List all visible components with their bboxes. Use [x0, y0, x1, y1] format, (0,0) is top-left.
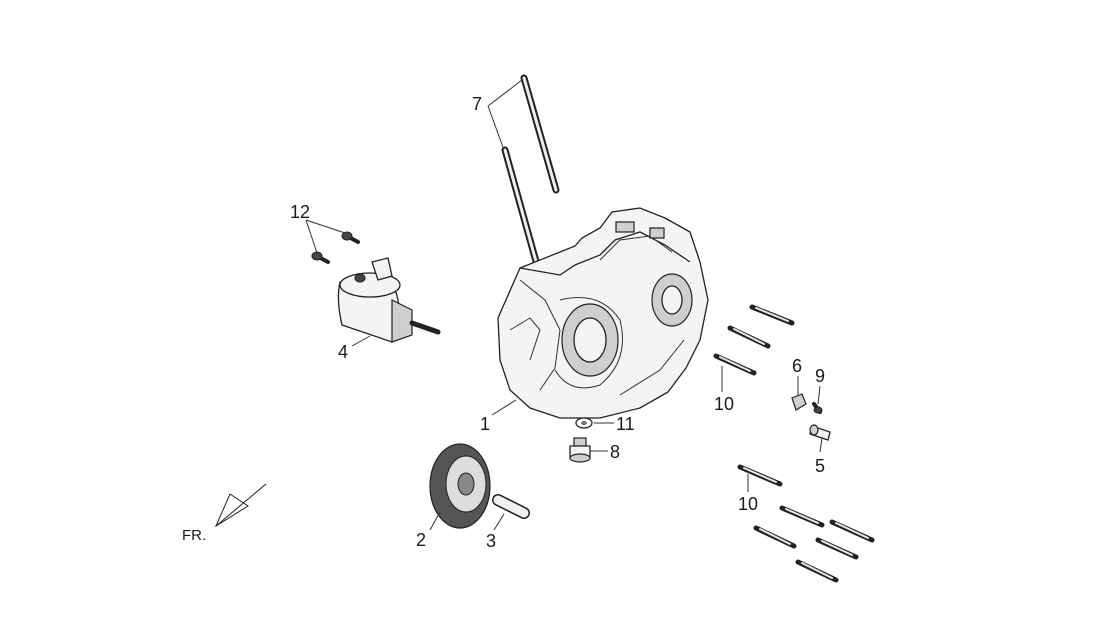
stud-bolt-long [520, 74, 560, 194]
bolt-lower-6 [795, 559, 839, 583]
callout-12: 12 [290, 202, 310, 222]
callout-10-lower: 10 [738, 494, 758, 514]
callout-7: 7 [472, 94, 482, 114]
bolt-upper-3 [713, 353, 757, 376]
drain-bolt [569, 437, 591, 463]
bolt-lower-1 [737, 464, 783, 487]
callout-2: 2 [416, 530, 426, 550]
stud-bolt-short [501, 146, 541, 269]
bolt-lower-5 [815, 537, 859, 560]
bolt-lower-3 [829, 519, 875, 543]
sensor-plug [809, 424, 831, 441]
callout-6: 6 [792, 356, 802, 376]
leader-lines [305, 79, 823, 531]
clip-bracket [791, 393, 807, 411]
crankcase [497, 207, 709, 419]
callout-9: 9 [815, 366, 825, 386]
front-direction-indicator [214, 483, 267, 528]
small-bolt-upper [341, 231, 360, 244]
starter-gear [429, 443, 491, 529]
callout-8: 8 [610, 442, 620, 462]
callout-1: 1 [480, 414, 490, 434]
front-direction-label: FR. [182, 527, 206, 544]
callout-5: 5 [815, 456, 825, 476]
callout-11: 11 [616, 414, 635, 434]
callout-10-upper: 10 [714, 394, 734, 414]
starter-motor [337, 257, 441, 343]
bolt-lower-4 [753, 525, 797, 549]
bolt-upper-2 [727, 325, 771, 349]
bolt-upper-1 [749, 304, 795, 326]
bolt-lower-2 [779, 505, 825, 528]
small-bolt-lower [311, 251, 330, 264]
callout-3: 3 [486, 531, 496, 551]
sealing-washer [575, 417, 593, 429]
gear-shaft [492, 494, 530, 519]
small-screw [812, 402, 823, 414]
callout-4: 4 [338, 342, 348, 362]
